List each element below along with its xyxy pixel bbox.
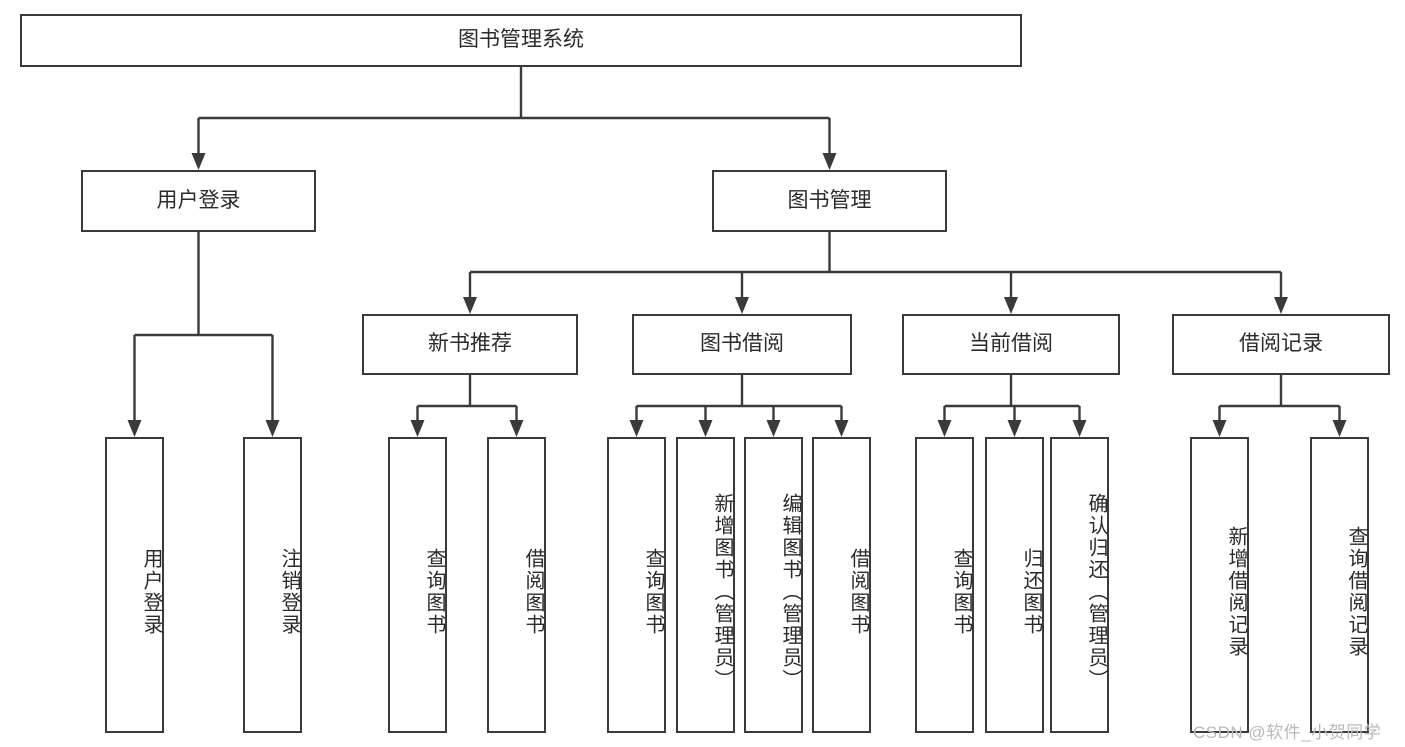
- node-leaf-0[interactable]: 用户登录: [105, 437, 164, 733]
- arrow-head-icon: [410, 420, 425, 437]
- node-leaf-7-label: 借阅图书: [847, 548, 869, 636]
- node-level3-0[interactable]: 新书推荐: [362, 314, 578, 375]
- node-leaf-3[interactable]: 借阅图书: [487, 437, 546, 733]
- node-level3-3[interactable]: 借阅记录: [1172, 314, 1390, 375]
- node-level2-1-label: 图书管理: [787, 188, 872, 212]
- arrow-head-icon: [1274, 297, 1288, 314]
- node-leaf-0-label: 用户登录: [140, 548, 162, 636]
- node-leaf-10-label: 确认归还（管理员）: [1085, 493, 1107, 691]
- node-root[interactable]: 图书管理系统: [20, 14, 1022, 67]
- arrow-head-icon: [766, 420, 781, 437]
- node-leaf-6-label: 编辑图书（管理员）: [779, 493, 801, 691]
- node-level3-0-label: 新书推荐: [428, 332, 512, 356]
- node-level3-1-label: 图书借阅: [700, 332, 784, 356]
- node-leaf-5-label: 新增图书（管理员）: [711, 493, 733, 691]
- arrow-head-icon: [1212, 420, 1227, 437]
- node-leaf-8[interactable]: 查询图书: [915, 437, 974, 733]
- arrow-head-icon: [937, 420, 952, 437]
- node-leaf-4-label: 查询图书: [642, 548, 664, 636]
- node-leaf-5[interactable]: 新增图书（管理员）: [676, 437, 735, 733]
- node-leaf-3-label: 借阅图书: [522, 548, 544, 636]
- node-level3-1[interactable]: 图书借阅: [632, 314, 852, 375]
- arrow-head-icon: [191, 153, 206, 170]
- node-leaf-11-label: 新增借阅记录: [1225, 526, 1247, 658]
- arrow-head-icon: [735, 297, 749, 314]
- node-level3-2[interactable]: 当前借阅: [902, 314, 1120, 375]
- node-root-label: 图书管理系统: [458, 28, 584, 52]
- arrow-head-icon: [127, 420, 142, 437]
- node-level2-1[interactable]: 图书管理: [712, 170, 947, 232]
- arrow-head-icon: [698, 420, 713, 437]
- node-level2-0-label: 用户登录: [156, 188, 241, 212]
- arrow-head-icon: [834, 420, 849, 437]
- node-leaf-1[interactable]: 注销登录: [243, 437, 302, 733]
- node-leaf-1-label: 注销登录: [278, 548, 300, 636]
- arrow-head-icon: [463, 297, 477, 314]
- arrow-head-icon: [1332, 420, 1347, 437]
- arrow-head-icon: [629, 420, 644, 437]
- node-leaf-6[interactable]: 编辑图书（管理员）: [744, 437, 803, 733]
- watermark-label: CSDN @软件_小贺同学: [1193, 723, 1382, 742]
- node-leaf-9-label: 归还图书: [1020, 548, 1042, 636]
- arrow-head-icon: [509, 420, 524, 437]
- node-leaf-12[interactable]: 查询借阅记录: [1310, 437, 1369, 733]
- node-leaf-10[interactable]: 确认归还（管理员）: [1050, 437, 1109, 733]
- node-leaf-7[interactable]: 借阅图书: [812, 437, 871, 733]
- arrow-head-icon: [265, 420, 280, 437]
- node-leaf-4[interactable]: 查询图书: [607, 437, 666, 733]
- arrow-head-icon: [822, 153, 837, 170]
- node-leaf-2-label: 查询图书: [423, 548, 445, 636]
- node-leaf-11[interactable]: 新增借阅记录: [1190, 437, 1249, 733]
- node-leaf-2[interactable]: 查询图书: [388, 437, 447, 733]
- arrow-head-icon: [1072, 420, 1087, 437]
- node-level3-3-label: 借阅记录: [1239, 332, 1323, 356]
- node-level2-0[interactable]: 用户登录: [81, 170, 316, 232]
- node-leaf-12-label: 查询借阅记录: [1345, 526, 1367, 658]
- node-level3-2-label: 当前借阅: [969, 332, 1053, 356]
- node-leaf-8-label: 查询图书: [950, 548, 972, 636]
- arrow-head-icon: [1004, 297, 1018, 314]
- node-leaf-9[interactable]: 归还图书: [985, 437, 1044, 733]
- arrow-head-icon: [1007, 420, 1022, 437]
